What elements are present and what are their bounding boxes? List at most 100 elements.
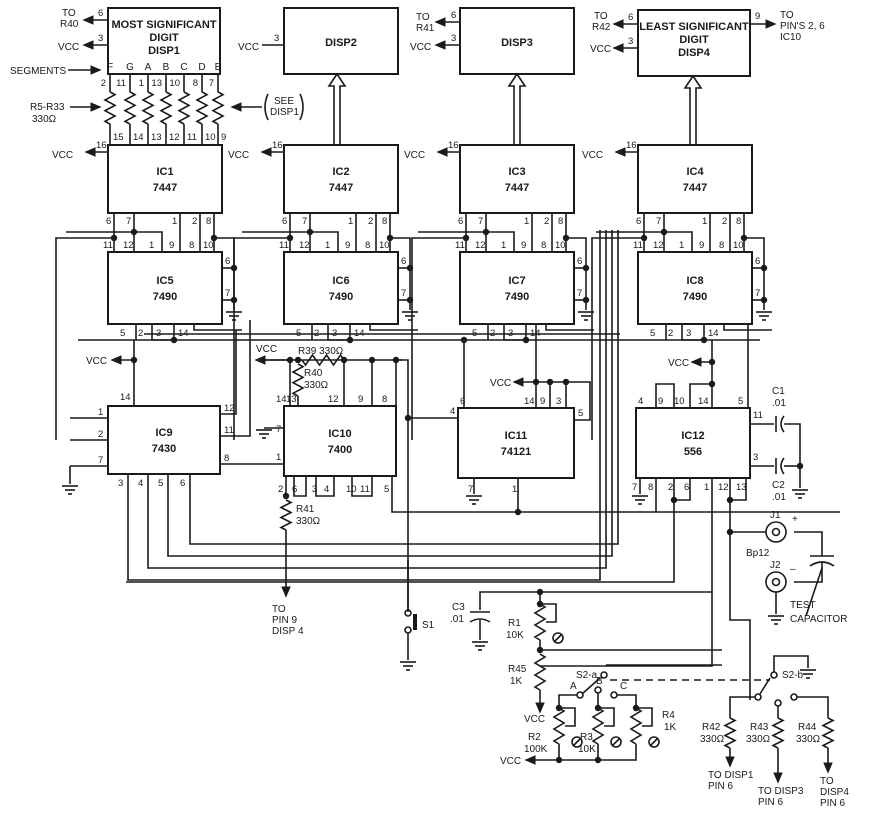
switch-position-A: A (570, 681, 577, 692)
segment-decoder-pin: 14 (133, 132, 144, 143)
decoder-pin: 6 (636, 216, 641, 227)
counter-top-pin: 9 (169, 240, 174, 251)
counter-top-pin: 9 (521, 240, 526, 251)
ic10-gate-wire (351, 476, 373, 497)
r43-name: R43 (750, 722, 769, 733)
disp3: DISP3 6 3 TO R41 VCC (410, 7, 575, 75)
ic6-box (283, 251, 399, 325)
r41-resistor-icon (279, 499, 293, 531)
c1-c2-gnd-wire (784, 423, 801, 488)
r2-name: R2 (528, 732, 541, 743)
disp4-label-2: DIGIT (679, 34, 709, 46)
ic9-right-pin: 12 (224, 403, 235, 414)
r42-value: 330Ω (700, 734, 725, 745)
disp3-label: DISP3 (501, 37, 533, 49)
r43-resistor-icon (771, 717, 785, 749)
counter-bottom-pin: 14 (708, 328, 719, 339)
disp1-label-3: DISP1 (148, 45, 180, 57)
ic3-box (459, 144, 575, 214)
disp4-to9-3: IC10 (780, 32, 802, 43)
r42-name: R42 (702, 722, 721, 733)
ic9-bcd-wire (127, 230, 601, 581)
s2b-gnd-wire (773, 655, 809, 672)
reset-ground-wire (390, 237, 411, 310)
ic9-right-pin: 11 (224, 425, 234, 436)
pot-wiper (559, 707, 576, 727)
decoder-pin: 1 (172, 216, 177, 227)
counter-pin-7: 7 (401, 288, 406, 299)
ic12-bottom-pin: 2 (668, 482, 673, 493)
counter-top-pin: 12 (299, 240, 310, 251)
ic9-part: 7430 (152, 443, 176, 455)
decoder-pin: 6 (458, 216, 463, 227)
c1-name: C1 (772, 386, 785, 397)
switch-contact (594, 686, 602, 694)
ic10-top-pin: 12 (328, 394, 339, 405)
decoder-pin: 2 (192, 216, 197, 227)
counter-pin-7: 7 (755, 288, 760, 299)
counter-top-pin: 11 (103, 240, 113, 251)
r41-name: R41 (296, 504, 315, 515)
ic9-bottom-pin: 4 (138, 478, 143, 489)
counter-top-pin: 9 (345, 240, 350, 251)
decoder-buses (327, 72, 703, 145)
ic10-bottom-pin: 2 (278, 484, 283, 495)
ic12-vcc-label: VCC (668, 358, 689, 369)
r45-vcc-label: VCC (524, 714, 545, 725)
decoder-pin: 7 (478, 216, 483, 227)
pot-wiper (636, 707, 653, 727)
qa-feedback-wire (664, 231, 693, 252)
bcd-return-wire (233, 237, 290, 440)
disp1-box (107, 7, 221, 75)
switch-contact (576, 691, 584, 699)
segment-display-pin: 10 (169, 78, 180, 89)
ic12-top-pin: 5 (738, 396, 743, 407)
disp1-vcc: VCC (58, 42, 79, 53)
bcd-return-wire (411, 237, 466, 440)
ic11-top-pin: 6 (460, 396, 465, 407)
counter-top-pin: 8 (719, 240, 724, 251)
reset-ground-wire (566, 237, 587, 310)
c3-name: C3 (452, 602, 465, 613)
r45-resistor-icon (533, 653, 547, 691)
disp3-to-2: R41 (416, 23, 435, 34)
bus-arrow-icon (327, 72, 347, 145)
r42-to-label: PIN 6 (708, 781, 733, 792)
disp4-label-1: LEAST SIGNIFICANT (639, 21, 749, 33)
disp1-pin6: 6 (98, 8, 103, 19)
ic12-bottom-pin: 6 (684, 482, 689, 493)
ic10-pin5-wire (391, 476, 840, 513)
decoder-pin: 2 (722, 216, 727, 227)
disp4-vcc: VCC (590, 44, 611, 55)
c1-value: .01 (772, 398, 786, 409)
ic-layer: IC17447IC57490IC27447IC67490IC37447IC774… (107, 144, 753, 479)
segment-decoder-pin: 13 (151, 132, 162, 143)
ic11-top-pin: 9 (540, 396, 545, 407)
ic5-part: 7490 (153, 291, 177, 303)
pushbutton-icon (413, 614, 417, 630)
counter-top-pin: 1 (679, 240, 684, 251)
r2-pot-icon (552, 707, 566, 745)
ic9-bottom-pin: 5 (158, 478, 163, 489)
counter-pin-6: 6 (225, 256, 230, 267)
ic8-name: IC8 (686, 275, 703, 287)
ic9-bcd-wire (147, 230, 607, 569)
see-paren-left (264, 93, 269, 121)
ic3-part: 7447 (505, 182, 529, 194)
counter-top-pin: 1 (325, 240, 330, 251)
ic9-left-pin: 2 (98, 429, 103, 440)
counter-pin14-wire (545, 324, 594, 331)
segment-letter-G: G (126, 62, 134, 73)
ic12-box (635, 407, 751, 479)
counter-pin14-wire (723, 324, 772, 331)
junction-dot (594, 756, 602, 764)
disp2-box (283, 7, 399, 75)
segment-display-pin: 1 (139, 78, 144, 89)
decoder-pin: 7 (656, 216, 661, 227)
s2a-label: S2-a (576, 670, 598, 681)
disp4-box (637, 9, 751, 77)
counter-top-pin: 11 (455, 240, 465, 251)
ic11-pin-1: 1 (512, 484, 517, 495)
counter-top-pin: 12 (653, 240, 664, 251)
component-layer: S1C1.01C2.01J1J2+–Bp12TESTCAPACITORC3.01… (62, 91, 849, 809)
